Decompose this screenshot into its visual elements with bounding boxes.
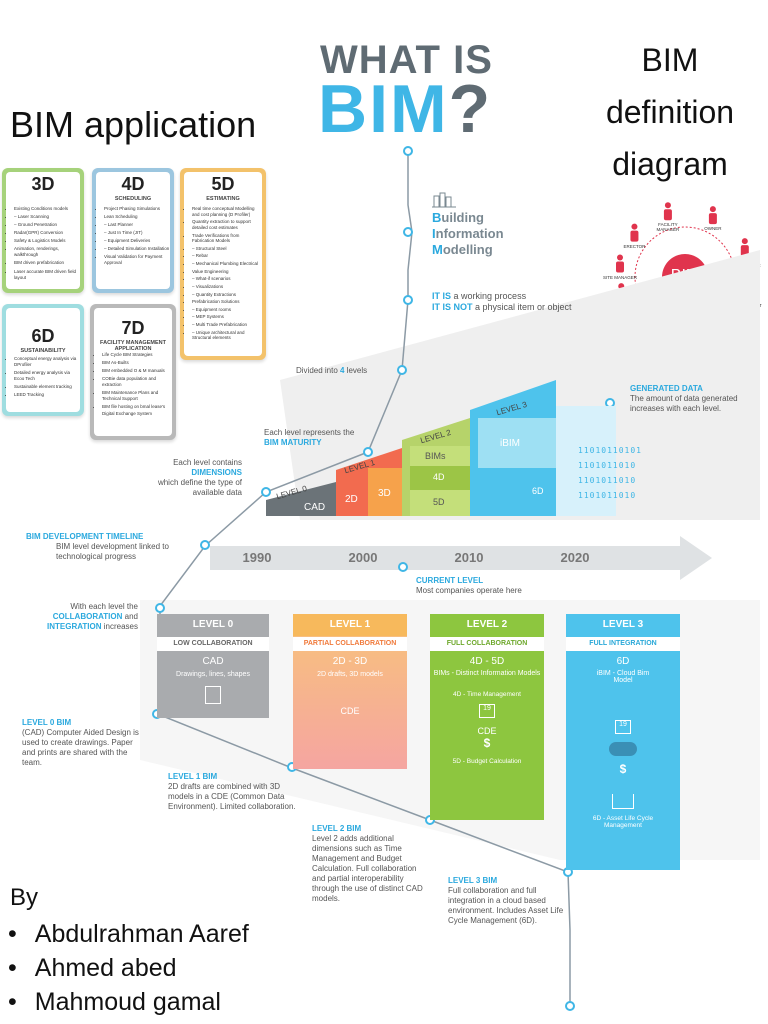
person-icon [630,223,639,242]
card-7d-title: 7D [121,318,145,338]
year-label: 2020 [560,550,590,565]
card-4d: 4D SCHEDULING Project Phasing Simulation… [92,168,174,293]
it-is-text: IT IS a working process IT IS NOT a phys… [432,291,572,312]
stage-sub: FULL INTEGRATION [566,637,680,651]
4d-label: 4D [433,472,445,482]
6d-label: 6D [532,486,544,496]
stage-head: LEVEL 0 [192,619,234,630]
card-3d-title: 3D [31,174,55,194]
card-3d: 3D Existing Conditions models – Laser Sc… [2,168,84,293]
level-1-note: LEVEL 1 BIM 2D drafts are combined with … [168,772,296,811]
cde-label: CDE [477,726,497,736]
generated-data-text: GENERATED DATA The amount of data genera… [630,384,738,413]
cde-label: CDE [340,706,360,716]
card-6d: 6D SUSTAINABILITY Conceptual energy anal… [2,304,84,416]
card-4d-subtitle: SCHEDULING [114,196,152,202]
divided-levels-text: Divided into 4 levels [296,366,368,375]
cloud-icon [609,742,637,756]
year-label: 2010 [454,550,484,565]
document-icon [205,686,221,704]
binary-row: 1101011010 [578,491,637,500]
author-name: Abdulrahman Aaref [8,920,249,949]
author-name: Ahmed abed [8,954,177,983]
stage-body: 4D - 5D BIMs - Distinct Information Mode… [430,656,544,765]
stage-sub: PARTIAL COLLABORATION [293,637,407,651]
building-icon [432,192,458,213]
level-3-note: LEVEL 3 BIM Full collaboration and full … [448,876,564,925]
level-2-note: LEVEL 2 BIM Level 2 adds additional dime… [312,824,423,903]
year-label: 2000 [348,550,378,565]
bim-definition-title: BIM definition diagram [605,42,735,182]
timeline-node [261,487,271,497]
person-icon [740,238,749,257]
by-label: By [10,884,39,911]
card-6d-title: 6D [31,326,55,346]
bim-heading: BIM? [318,71,493,147]
building-icon [612,794,634,809]
stage-head: LEVEL 1 [293,614,407,636]
card-7d: 7D FACILITY MANAGEMENT APPLICATION Life … [90,304,176,440]
bim-maturity-text: Each level represents the BIM MATURITY [264,428,355,447]
timeline-node [403,295,413,305]
person-icon [708,206,717,225]
author-name: Mahmoud gamal [8,988,221,1017]
calendar-icon: 19 [615,720,631,734]
5d-label: 5D [433,497,445,507]
timeline-node [397,365,407,375]
dollar-icon: $ [483,736,491,750]
stage-sub: FULL COLLABORATION [430,637,544,651]
stage-body: CAD Drawings, lines, shapes [157,656,269,704]
stage-body: 2D - 3D 2D drafts, 3D models CDE [293,656,407,716]
role-label: SITE MANAGER [602,274,637,280]
dimensions-text: Each level contains DIMENSIONS which def… [157,458,242,497]
timeline-node [398,562,408,572]
card-3d-list: Existing Conditions models – Laser Scann… [8,206,80,283]
binary-row: 1101011010 [578,461,637,470]
timeline-node [403,227,413,237]
card-6d-list: Conceptual energy analysis via DProfiler… [8,356,80,400]
card-7d-subtitle: FACILITY MANAGEMENT APPLICATION [100,340,166,352]
card-4d-title: 4D [121,174,145,194]
current-level-text: CURRENT LEVEL Most companies operate her… [416,576,522,595]
role-label: OWNER [704,226,722,232]
timeline-node [403,146,413,156]
role-label: ERECTOR [623,243,646,249]
binary-row: 1101011010 [578,476,637,485]
binary-row: 11010110101 [578,446,642,455]
dollar-icon: $ [619,762,627,776]
stage-head: LEVEL 3 [602,619,644,630]
stage-sub: LOW COLLABORATION [157,637,269,651]
card-5d-title: 5D [211,174,235,194]
2d-label: 2D [345,494,358,505]
3d-label: 3D [378,488,391,499]
card-6d-subtitle: SUSTAINABILITY [20,348,66,354]
ibim-label: iBIM [500,438,520,449]
card-4d-list: Project Phasing Simulations Lean Schedul… [98,206,170,269]
timeline-node [363,447,373,457]
bims-label: BIMs [425,451,446,461]
cad-label: CAD [304,502,326,513]
role-label: FACILITY MANAGER [656,222,680,233]
calendar-icon: 19 [479,704,495,718]
card-5d: 5D ESTIMATING Real time conceptual Model… [180,168,266,360]
person-icon [663,202,672,221]
person-icon [616,254,625,273]
stage-level-0 [157,614,269,718]
bim-application-title: BIM application [10,104,257,145]
card-5d-list: Real time conceptual Modelling and cost … [186,206,262,343]
level-0-note: LEVEL 0 BIM (CAD) Computer Aided Design … [22,718,139,767]
card-7d-list: Life Cycle BIM Strategies BIM As-Builts … [96,352,172,419]
collaboration-text: With each level the COLLABORATION and IN… [47,602,138,631]
stage-head: LEVEL 2 [466,619,508,630]
timeline-node [200,540,210,550]
bim-acronym: Building Information Modelling [432,210,504,257]
dev-timeline-text: BIM DEVELOPMENT TIMELINE BIM level devel… [26,532,169,561]
what-is-heading: WHAT IS [320,38,493,82]
stage-body: 6D iBIM - Cloud Bim Model 19 $ 6D - Asse… [566,656,680,829]
year-label: 1990 [242,550,272,565]
card-5d-subtitle: ESTIMATING [206,196,240,202]
timeline-node [565,1001,575,1011]
timeline-node [155,603,165,613]
